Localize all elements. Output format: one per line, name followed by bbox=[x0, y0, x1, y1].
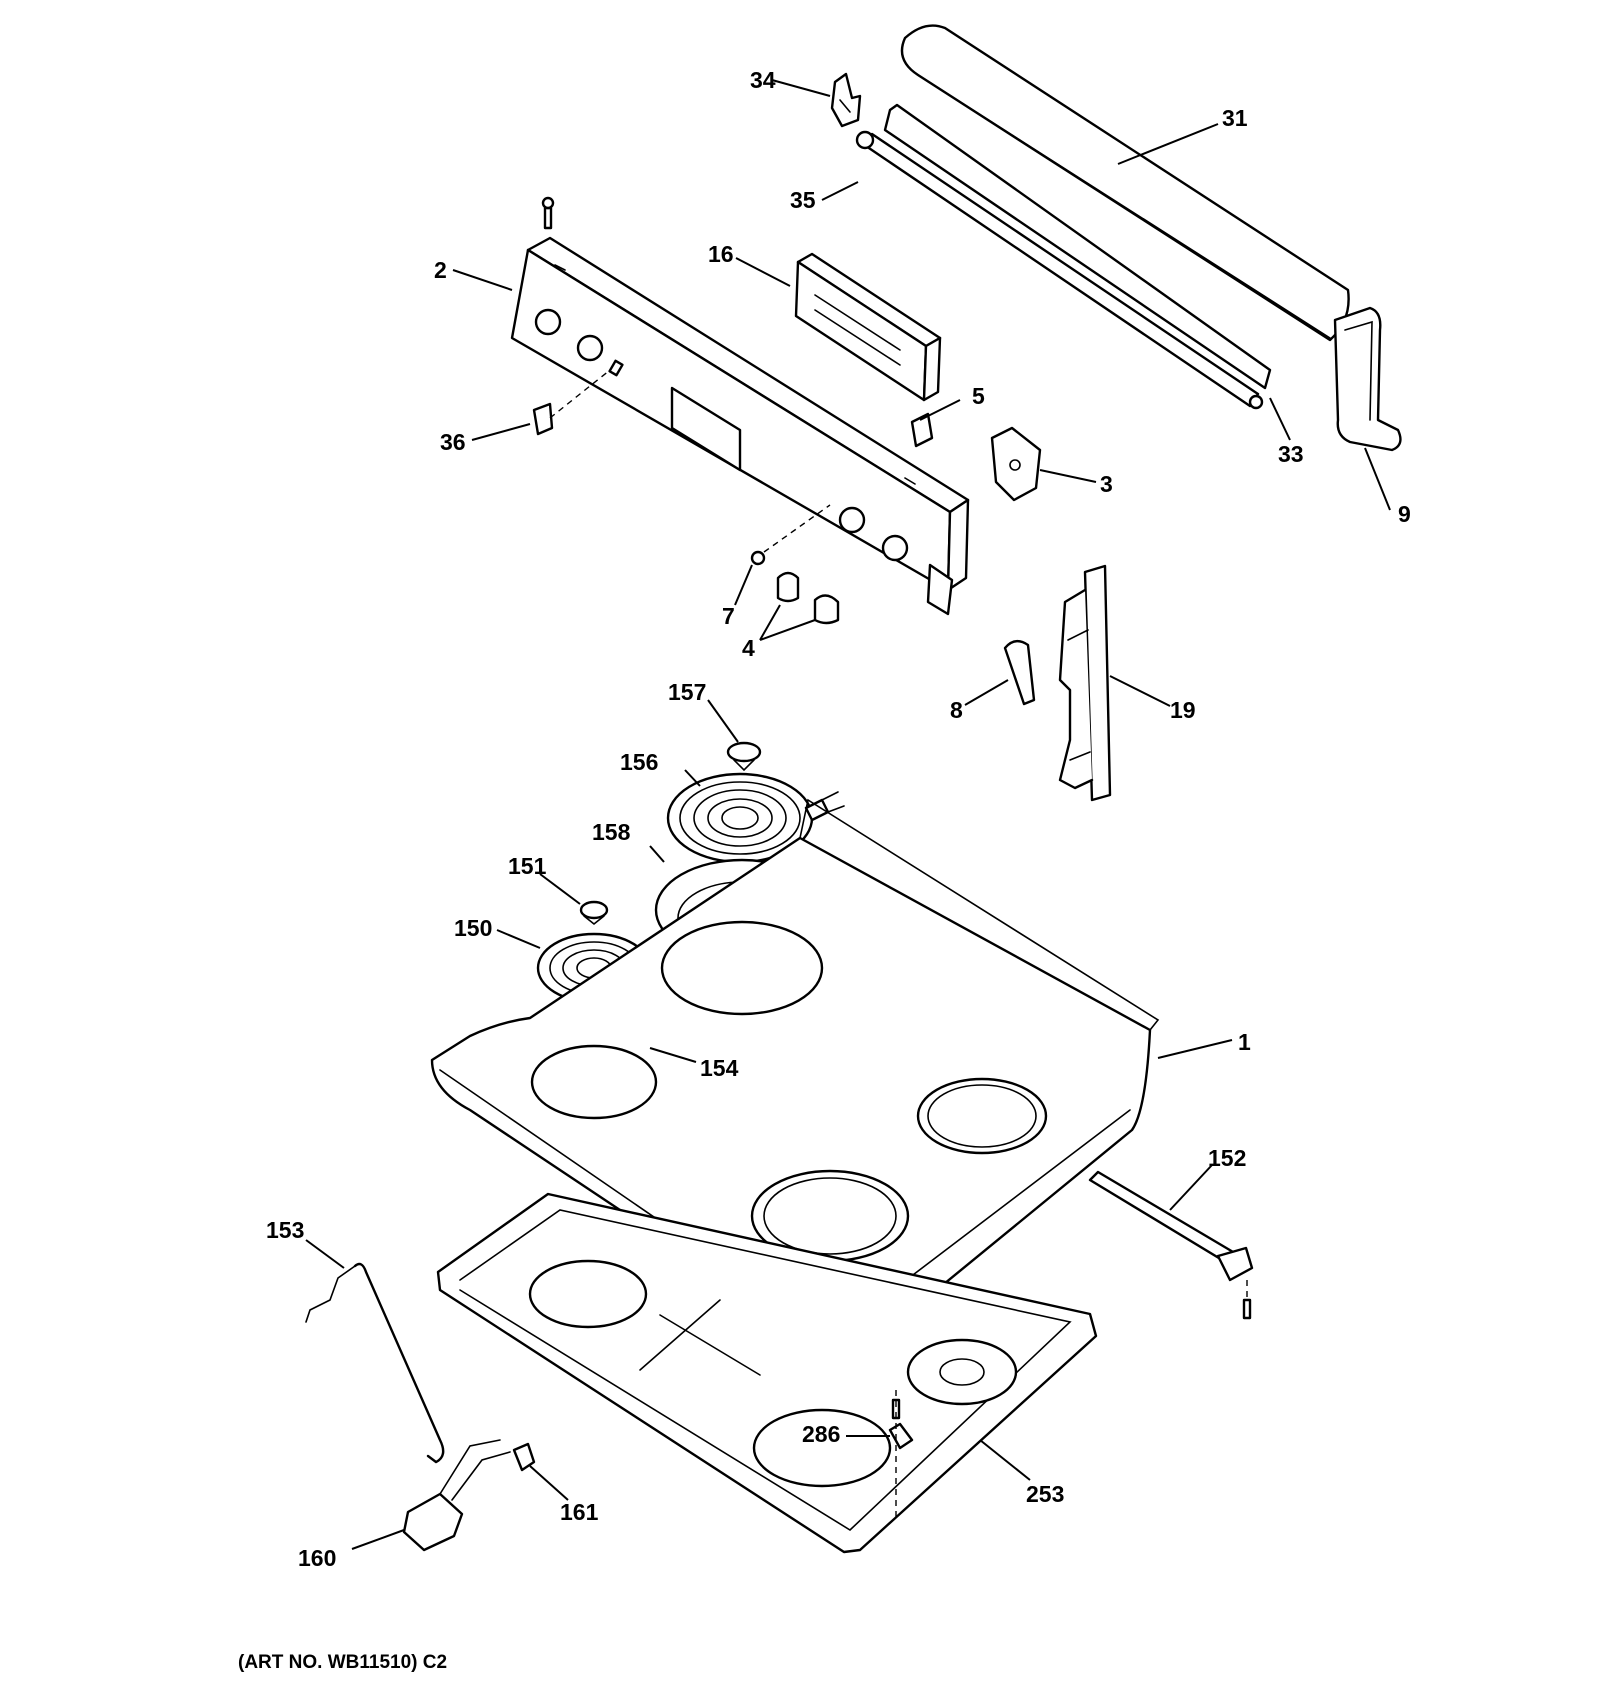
callout-156: 156 bbox=[620, 749, 658, 775]
callout-35: 35 bbox=[790, 187, 816, 213]
part-3-infinite-switch[interactable] bbox=[990, 426, 1042, 502]
callout-253: 253 bbox=[1026, 1481, 1064, 1507]
callout-19: 19 bbox=[1170, 697, 1196, 723]
art-number: (ART NO. WB11510) C2 bbox=[238, 1652, 447, 1673]
part-4-knobs[interactable] bbox=[776, 571, 840, 625]
callout-8: 8 bbox=[950, 697, 963, 723]
callout-5: 5 bbox=[972, 383, 985, 409]
part-36-indicator-light[interactable] bbox=[532, 369, 611, 436]
part-160-terminal-block[interactable] bbox=[402, 1439, 511, 1552]
callout-9: 9 bbox=[1398, 501, 1411, 527]
callout-31: 31 bbox=[1222, 105, 1248, 131]
callout-34: 34 bbox=[750, 67, 776, 93]
part-2-control-panel[interactable] bbox=[510, 196, 970, 616]
part-253-burner-box[interactable] bbox=[436, 1192, 1098, 1554]
callout-16: 16 bbox=[708, 241, 734, 267]
callout-161: 161 bbox=[560, 1499, 599, 1525]
part-157-cap[interactable] bbox=[726, 741, 762, 772]
part-286-ground-screw[interactable] bbox=[888, 1390, 914, 1520]
part-151-cap[interactable] bbox=[579, 900, 609, 926]
part-7-knob-insert[interactable] bbox=[750, 504, 831, 566]
part-34-lamp-holder[interactable] bbox=[830, 72, 862, 128]
callout-2: 2 bbox=[434, 257, 447, 283]
part-9-end-cap[interactable] bbox=[1333, 306, 1402, 452]
callout-158: 158 bbox=[592, 819, 631, 845]
part-19-side-bracket[interactable] bbox=[1058, 564, 1112, 802]
part-1-cooktop[interactable] bbox=[430, 798, 1160, 1354]
part-153-wire[interactable] bbox=[305, 1262, 445, 1464]
part-16-clock-timer[interactable] bbox=[794, 252, 942, 402]
callout-36: 36 bbox=[440, 429, 466, 455]
callout-4: 4 bbox=[742, 635, 755, 661]
part-33-trim-strip[interactable] bbox=[883, 103, 1272, 390]
callout-labels: 31 34 35 2 16 5 3 36 7 4 8 19 33 9 157 1… bbox=[266, 67, 1411, 1571]
callout-7: 7 bbox=[722, 603, 735, 629]
leader-lines bbox=[305, 79, 1391, 1550]
part-35-lamp[interactable] bbox=[855, 130, 1264, 410]
callout-157: 157 bbox=[668, 679, 706, 705]
part-161-clip[interactable] bbox=[512, 1442, 536, 1472]
callout-154: 154 bbox=[700, 1055, 739, 1081]
part-152-rod[interactable] bbox=[1088, 1170, 1254, 1320]
callout-1: 1 bbox=[1238, 1029, 1251, 1055]
part-8-bracket[interactable] bbox=[1003, 640, 1036, 706]
callout-153: 153 bbox=[266, 1217, 304, 1243]
callout-152: 152 bbox=[1208, 1145, 1246, 1171]
callout-151: 151 bbox=[508, 853, 547, 879]
callout-160: 160 bbox=[298, 1545, 336, 1571]
callout-33: 33 bbox=[1278, 441, 1304, 467]
callout-3: 3 bbox=[1100, 471, 1113, 497]
callout-286: 286 bbox=[802, 1421, 840, 1447]
part-5-switch[interactable] bbox=[910, 412, 934, 448]
callout-150: 150 bbox=[454, 915, 492, 941]
